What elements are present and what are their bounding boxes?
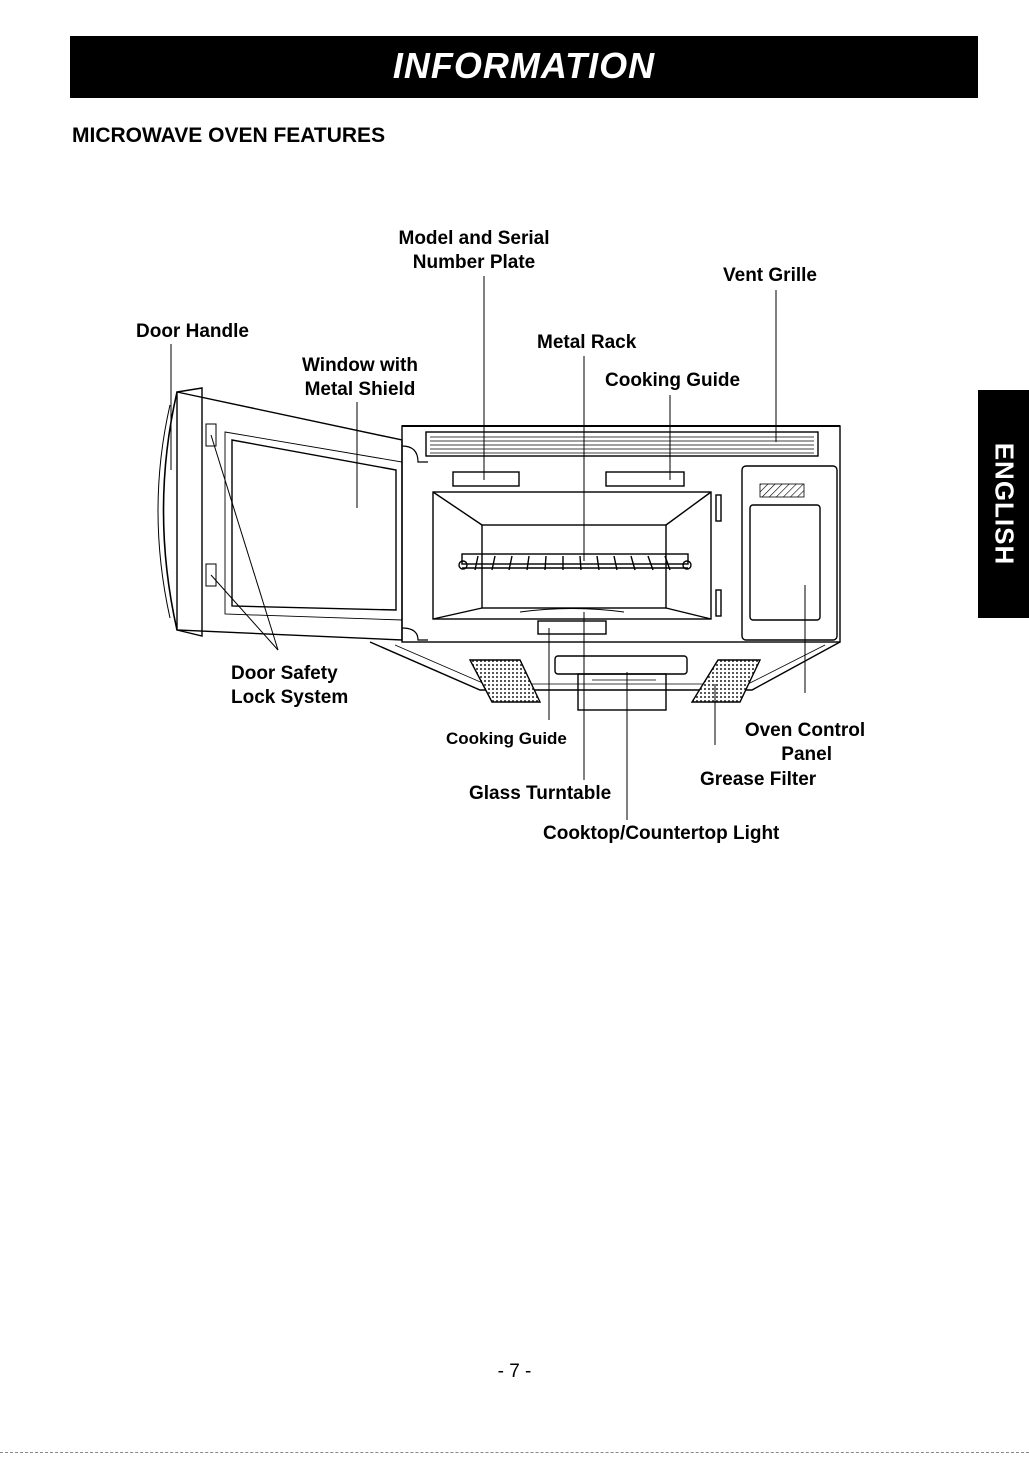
callout-metal-rack: Metal Rack: [537, 331, 636, 355]
callout-glass-turntable: Glass Turntable: [469, 782, 611, 806]
callout-oven-control: Oven Control Panel: [734, 719, 876, 767]
oven-cavity: [433, 492, 721, 619]
model-serial-plate: [453, 472, 519, 486]
callout-vent-grille: Vent Grille: [723, 264, 817, 288]
cooking-guide-top-plate: [606, 472, 684, 486]
callout-door-handle: Door Handle: [136, 320, 249, 344]
callout-grease-filter: Grease Filter: [700, 768, 816, 792]
callout-oven-control-line2: Panel: [734, 743, 876, 767]
callout-oven-control-line1: Oven Control: [734, 719, 876, 743]
callout-model-serial-line2: Number Plate: [374, 251, 574, 275]
callout-window-line2: Metal Shield: [280, 378, 440, 402]
callout-cooktop-light: Cooktop/Countertop Light: [543, 822, 779, 846]
callout-model-serial: Model and Serial Number Plate: [374, 227, 574, 275]
leader-door-safety-b: [211, 575, 278, 650]
open-door: [158, 388, 428, 640]
callout-door-safety: Door Safety Lock System: [231, 662, 348, 710]
callout-cooking-guide-top: Cooking Guide: [605, 369, 740, 393]
callout-door-safety-line2: Lock System: [231, 686, 348, 710]
callout-window: Window with Metal Shield: [280, 354, 440, 402]
callout-door-safety-line1: Door Safety: [231, 662, 348, 686]
oven-underside: [370, 642, 840, 710]
control-panel: [742, 466, 837, 640]
leader-door-safety-a: [211, 435, 278, 650]
footer-rule: [0, 1452, 1029, 1453]
metal-rack: [459, 554, 691, 570]
cooking-guide-bottom-plate: [538, 621, 606, 634]
oven-body: [402, 426, 840, 642]
callout-window-line1: Window with: [280, 354, 440, 378]
vent-grille: [426, 432, 818, 456]
page-number: - 7 -: [0, 1361, 1029, 1383]
callout-cooking-guide-bottom: Cooking Guide: [446, 727, 567, 751]
callout-model-serial-line1: Model and Serial: [374, 227, 574, 251]
